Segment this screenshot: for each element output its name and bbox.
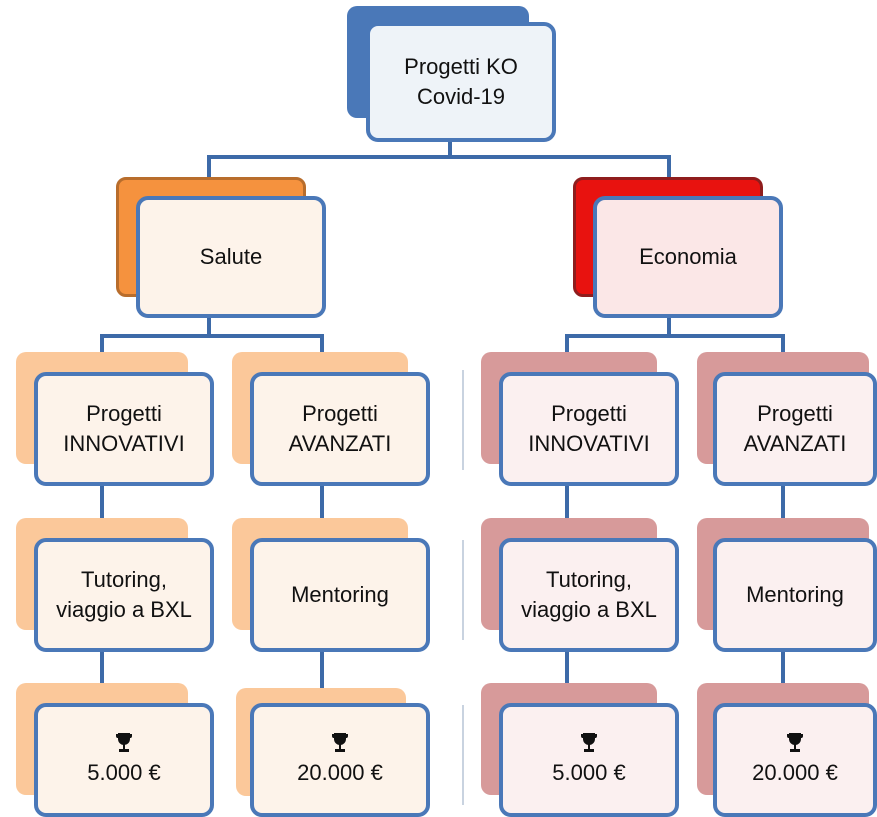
project-type-line1: Progetti: [757, 401, 833, 427]
connector: [320, 651, 324, 705]
service-line1: Mentoring: [291, 582, 389, 608]
connector: [207, 155, 671, 159]
service-box: Mentoring: [713, 538, 877, 652]
project-type-line2: AVANZATI: [288, 431, 392, 456]
service-box: Tutoring, viaggio a BXL: [34, 538, 214, 652]
service-line1: Tutoring,: [545, 567, 632, 593]
prize-amount: 20.000 €: [297, 760, 383, 786]
project-type-line2: INNOVATIVI: [528, 431, 650, 456]
project-type-box: Progetti AVANZATI: [250, 372, 430, 486]
prize-amount: 20.000 €: [752, 760, 838, 786]
service-box: Tutoring, viaggio a BXL: [499, 538, 679, 652]
service-box: Mentoring: [250, 538, 430, 652]
connector: [207, 318, 211, 338]
prize-box: 20.000 €: [250, 703, 430, 817]
connector: [565, 334, 785, 338]
branch-node-box: Salute: [136, 196, 326, 318]
connector: [667, 155, 671, 195]
service-line2: viaggio a BXL: [521, 597, 657, 622]
trophy-icon: [580, 732, 598, 754]
project-type-box: Progetti INNOVATIVI: [34, 372, 214, 486]
connector: [667, 318, 671, 338]
divider: [462, 705, 464, 805]
project-type-box: Progetti AVANZATI: [713, 372, 877, 486]
prize-box: 5.000 €: [34, 703, 214, 817]
connector: [320, 486, 324, 542]
connector: [565, 651, 569, 705]
project-type-box: Progetti INNOVATIVI: [499, 372, 679, 486]
root-title-line1: Progetti KO: [404, 54, 518, 80]
divider: [462, 370, 464, 470]
connector: [207, 155, 211, 195]
trophy-icon: [331, 732, 349, 754]
branch-node-box: Economia: [593, 196, 783, 318]
service-line1: Mentoring: [746, 582, 844, 608]
branch-title: Salute: [199, 244, 263, 270]
branch-title: Economia: [639, 244, 737, 270]
project-type-line1: Progetti: [86, 401, 162, 427]
connector: [781, 651, 785, 705]
prize-amount: 5.000 €: [87, 760, 161, 786]
service-line2: viaggio a BXL: [56, 597, 192, 622]
trophy-icon: [786, 732, 804, 754]
divider: [462, 540, 464, 640]
connector: [100, 486, 104, 542]
root-node-box: Progetti KO Covid-19: [366, 22, 556, 142]
project-type-line2: INNOVATIVI: [63, 431, 185, 456]
project-type-line1: Progetti: [302, 401, 378, 427]
prize-amount: 5.000 €: [552, 760, 626, 786]
connector: [781, 486, 785, 542]
service-line1: Tutoring,: [80, 567, 167, 593]
prize-box: 20.000 €: [713, 703, 877, 817]
connector: [100, 334, 324, 338]
connector: [448, 140, 452, 158]
project-type-line2: AVANZATI: [743, 431, 847, 456]
project-type-line1: Progetti: [551, 401, 627, 427]
connector: [100, 651, 104, 705]
prize-box: 5.000 €: [499, 703, 679, 817]
root-title-line2: Covid-19: [416, 84, 506, 109]
trophy-icon: [115, 732, 133, 754]
connector: [565, 486, 569, 542]
